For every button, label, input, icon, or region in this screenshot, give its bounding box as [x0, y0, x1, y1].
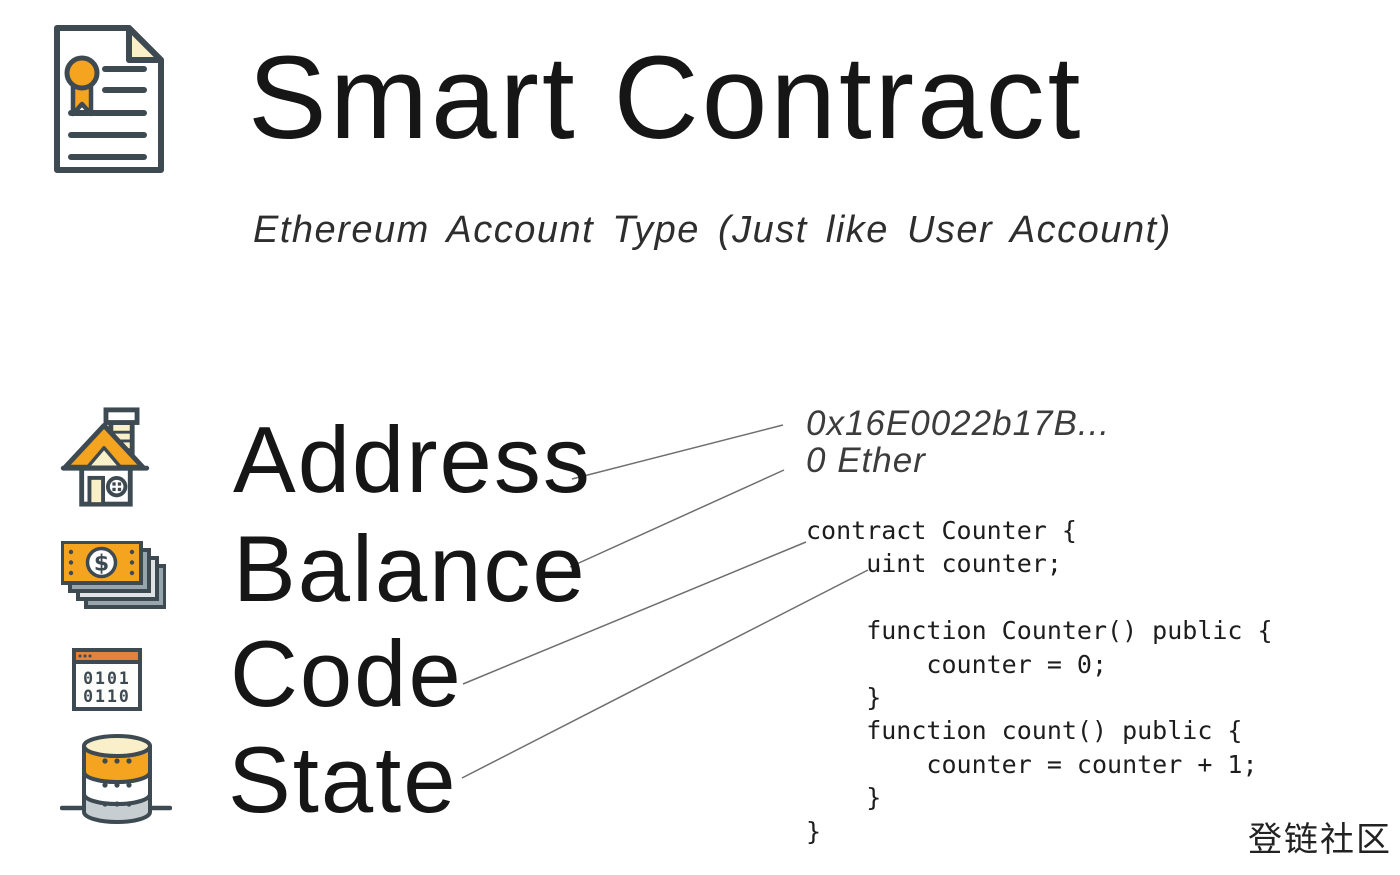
folded-corner [126, 25, 164, 63]
db-dots [102, 758, 132, 807]
titlebar-dots [78, 654, 92, 658]
medal-circle [64, 55, 100, 91]
chimney-cap [103, 407, 140, 425]
bill-dots [68, 549, 135, 576]
db-top-ellipse [82, 734, 152, 758]
door [87, 475, 105, 507]
binary-line-1: 0101 [83, 669, 131, 688]
page-subtitle: Ethereum Account Type (Just like User Ac… [253, 209, 1172, 251]
watermark-text: 登链社区 [1248, 820, 1392, 860]
connector-line-address-to-value [571, 424, 784, 480]
window-panes [112, 482, 122, 492]
contract-code-block: contract Counter { uint counter; functio… [806, 516, 1273, 846]
balance-value: 0 Ether [806, 441, 926, 480]
address-value: 0x16E0022b17B... [806, 404, 1111, 443]
page-title: Smart Contract [248, 32, 1084, 164]
binary-window-icon: 0101 0110 [72, 648, 142, 711]
connector-line-balance-to-value [569, 469, 785, 568]
binary-line-2: 0110 [83, 687, 131, 706]
window-titlebar [72, 648, 142, 664]
round-window [105, 475, 128, 498]
label-balance: Balance [233, 516, 587, 621]
house-icon [60, 406, 150, 508]
label-state: State [228, 727, 458, 832]
document-text-lines [68, 66, 147, 160]
database-icon [60, 728, 172, 828]
label-address: Address [233, 407, 592, 512]
coin-circle [85, 546, 118, 579]
certificate-icon [49, 24, 169, 174]
dollar-sign: $ [94, 552, 109, 577]
label-code: Code [230, 621, 463, 726]
money-icon: $ [61, 541, 166, 611]
